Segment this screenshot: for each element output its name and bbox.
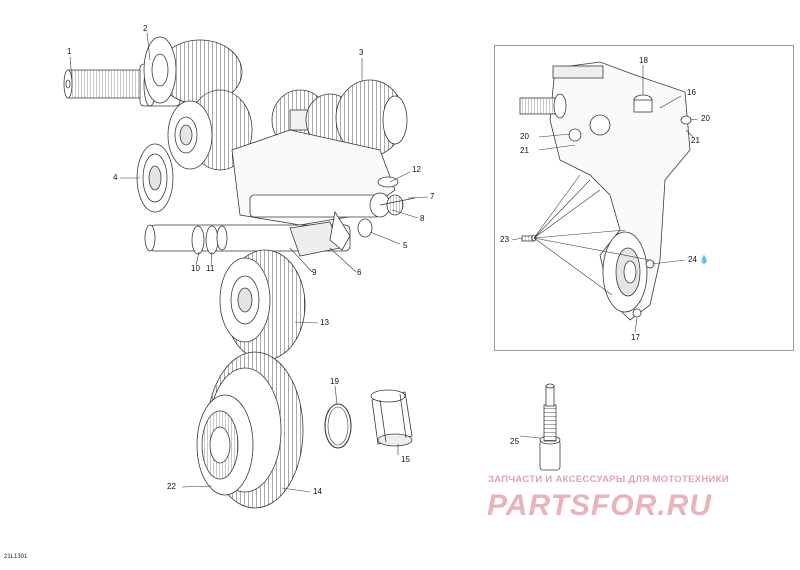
oil-drop-icon: 💧 [699,255,710,264]
callout-19: 19 [330,377,339,386]
bolt-25 [539,383,561,471]
callout-13: 13 [320,318,329,327]
callout-15: 15 [401,455,410,464]
callout-12: 12 [412,165,421,174]
callout-4: 4 [113,173,118,182]
callout-18: 18 [639,56,648,65]
gear-left-middle [167,89,253,171]
callout-5: 5 [403,241,408,250]
callout-22: 22 [167,482,176,491]
callout-8: 8 [420,214,425,223]
bearing-4 [136,143,174,213]
gear-top [143,36,243,105]
callout-6: 6 [357,268,362,277]
callout-14: 14 [313,487,322,496]
gearbox-housing [519,61,692,321]
callout-17: 17 [631,333,640,342]
callout-10: 10 [191,264,200,273]
callout-3: 3 [359,48,364,57]
callout-2: 2 [143,24,148,33]
callout-21-right: 21 [691,136,700,145]
callout-24-number: 24 [688,255,697,264]
callout-20-right: 20 [701,114,710,123]
watermark-logo: PARTSFOR.RU [487,489,712,522]
callout-9: 9 [312,268,317,277]
callout-11: 11 [206,264,215,273]
reference-code: 21L1301 [4,554,28,560]
inset-frame [494,45,794,351]
callout-24: 24 💧 [688,255,709,265]
callout-1: 1 [67,47,72,56]
callout-16: 16 [687,88,696,97]
callout-20-left: 20 [520,132,529,141]
callout-25: 25 [510,437,519,446]
leader-lines [69,32,699,493]
gear-13 [219,249,306,361]
callout-21-left: 21 [520,146,529,155]
callout-7: 7 [430,192,435,201]
sleeve-15 [370,389,413,447]
washers-10-11 [191,225,228,255]
o-ring-19 [324,403,352,449]
watermark-tagline: ЗАПЧАСТИ И АКСЕССУАРЫ ДЛЯ МОТОТЕХНИКИ [488,474,729,485]
callout-23: 23 [500,235,509,244]
gear-cluster-upper [271,79,408,157]
hub-22 [196,394,254,496]
